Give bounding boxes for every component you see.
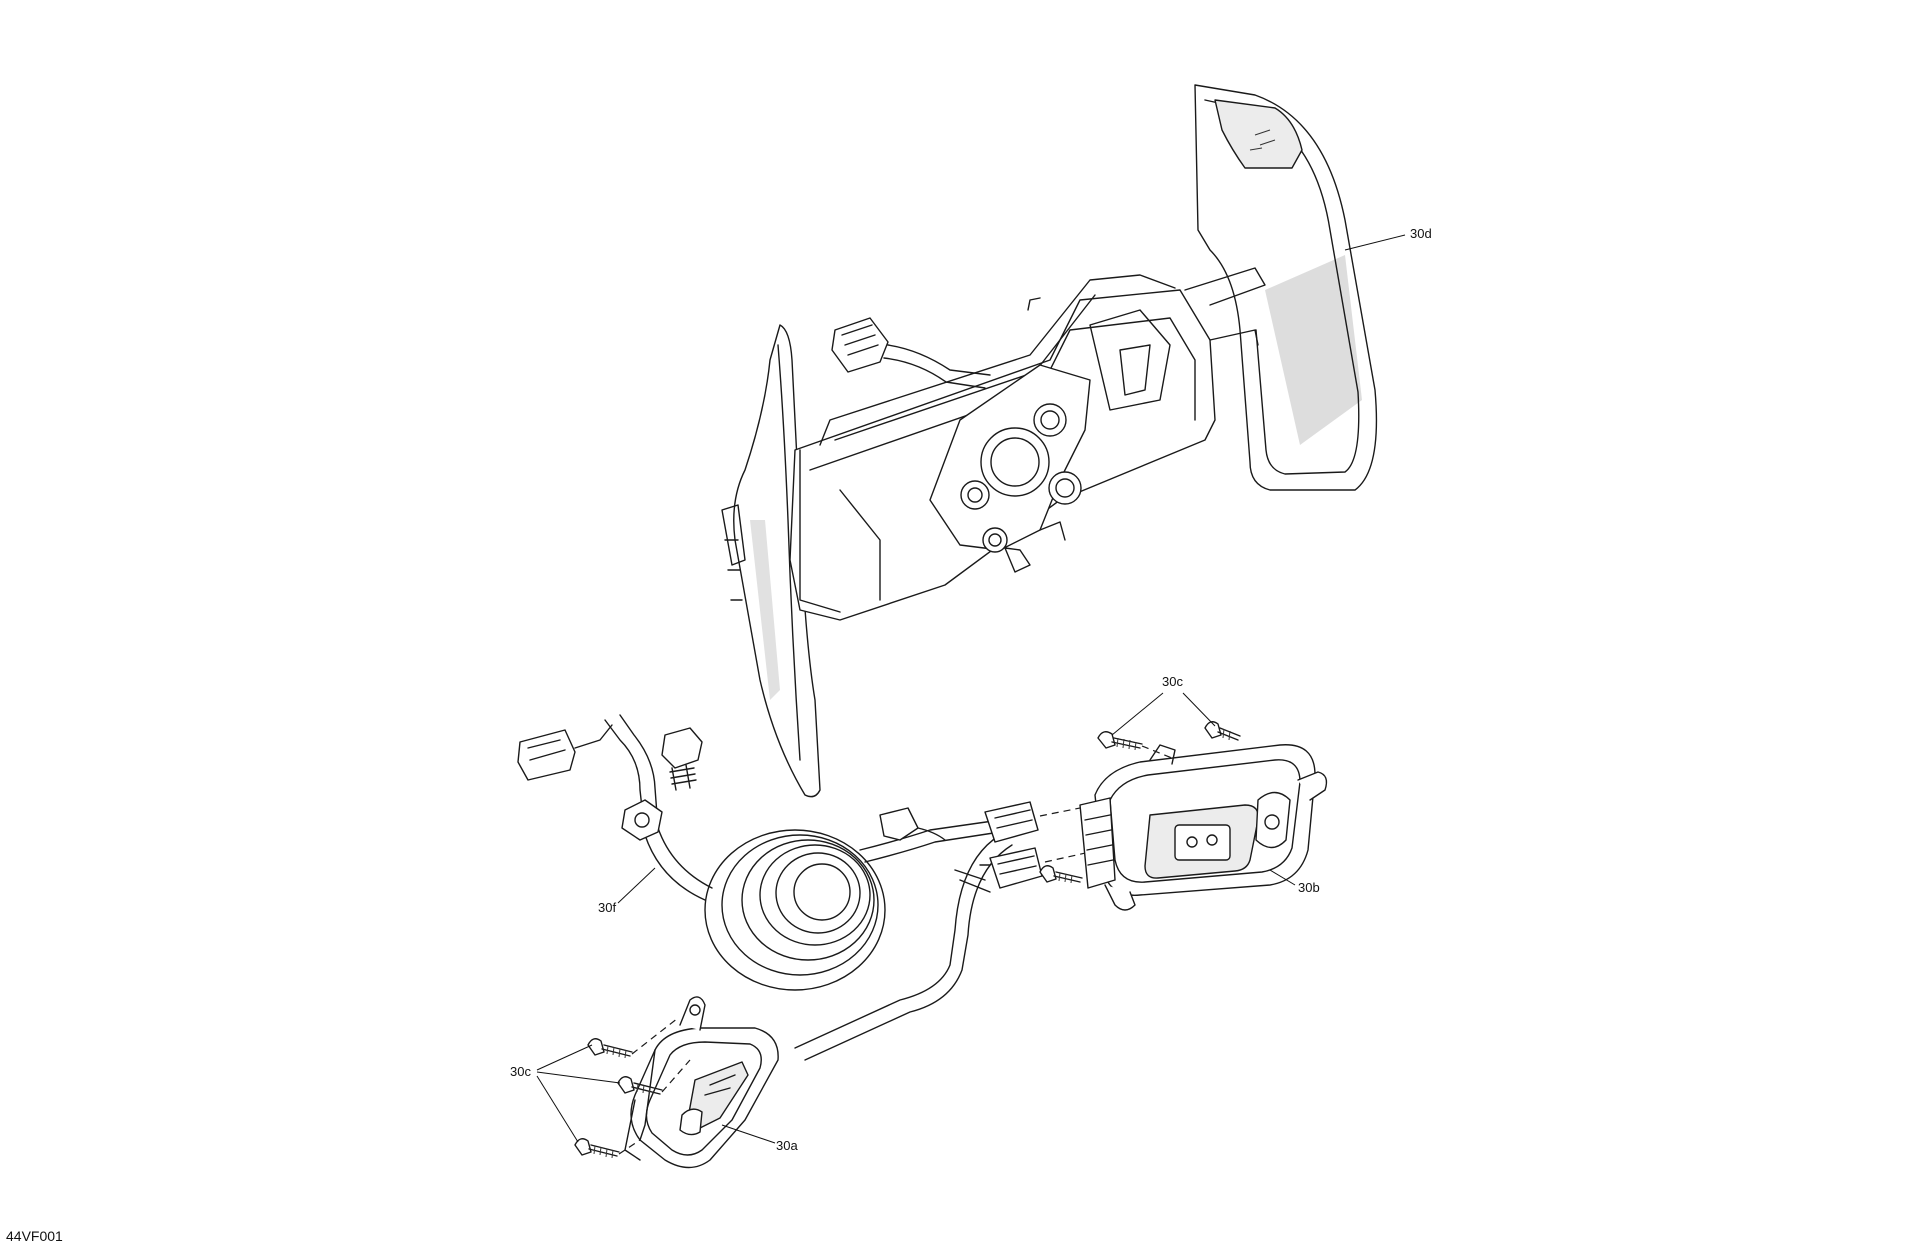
- right-switch-module: [1079, 744, 1328, 911]
- loose-connector: [517, 724, 613, 781]
- paddle-shifter-assembly: [721, 84, 1378, 798]
- coiled-harness: [604, 714, 1013, 1061]
- figure-id: 44VF001: [6, 1228, 63, 1244]
- callout-30b: 30b: [1298, 880, 1320, 895]
- screw-30c-top-a: [1097, 731, 1143, 751]
- screw-30c-left-c: [574, 1138, 620, 1159]
- harness-connector-pair: [879, 801, 1043, 893]
- callout-30c-left: 30c: [510, 1064, 531, 1079]
- paddle-housing: [789, 267, 1266, 621]
- left-switch-module: [624, 996, 779, 1169]
- callout-30d: 30d: [1410, 226, 1432, 241]
- top-connector: [831, 317, 991, 389]
- leader-lines: [536, 234, 1406, 1144]
- callout-30a: 30a: [776, 1138, 798, 1153]
- callout-labels: 30d 30c 30b 30f 30c 30a: [510, 226, 1432, 1153]
- screw-30c-top-b: [1204, 721, 1241, 741]
- screw-30c-mid: [1039, 865, 1083, 884]
- right-paddle: [1194, 84, 1378, 491]
- callout-30c-top: 30c: [1162, 674, 1183, 689]
- callout-30f: 30f: [598, 900, 616, 915]
- grommet-nut: [621, 799, 663, 841]
- screw-30c-left-b: [617, 1076, 663, 1096]
- grounding-screw: [661, 727, 703, 791]
- screw-30c-left-a: [587, 1038, 633, 1059]
